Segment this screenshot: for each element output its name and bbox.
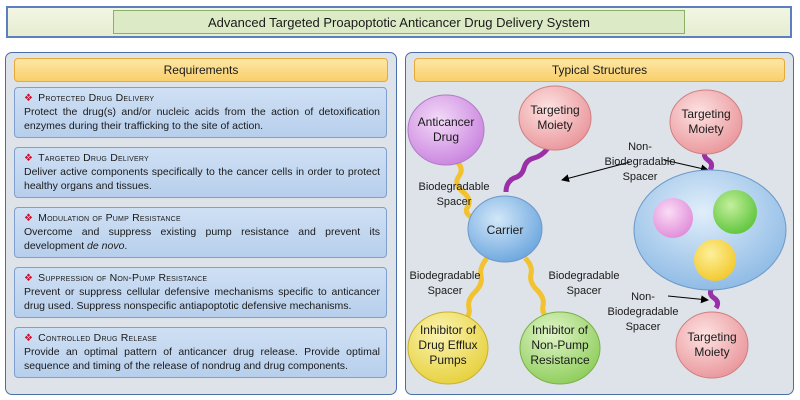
svg-text:Moiety: Moiety: [694, 345, 729, 359]
bullet-icon: ❖: [24, 212, 34, 224]
requirement-body: Protect the drug(s) and/or nucleic acids…: [24, 106, 380, 132]
inhibitor-efflux-node: [407, 311, 489, 385]
svg-text:Resistance: Resistance: [530, 353, 590, 367]
node-label: Inhibitor of: [532, 323, 589, 337]
carrier-node: [467, 195, 543, 263]
svg-text:Carrier: Carrier: [487, 223, 524, 237]
svg-text:Moiety: Moiety: [537, 118, 572, 132]
nonbiodegradable-spacer-line: [503, 146, 550, 193]
node-label: Drug: [433, 130, 459, 144]
svg-text:Moiety: Moiety: [688, 122, 723, 136]
requirement-title: Modulation of Pump Resistance: [38, 212, 181, 224]
node-label: Targeting: [530, 103, 579, 117]
payload-sphere-yellow: [694, 239, 736, 281]
svg-text:Non-Pump: Non-Pump: [531, 338, 589, 352]
svg-text:Spacer: Spacer: [437, 196, 472, 208]
spacer-label: Spacer: [623, 171, 658, 183]
requirement-title: Protected Drug Delivery: [38, 92, 155, 104]
svg-text:Biodegradable: Biodegradable: [410, 270, 481, 282]
node-label: Anticancer: [418, 115, 475, 129]
arrow-top-left: [561, 161, 631, 183]
svg-text:Non-: Non-: [631, 291, 655, 303]
svg-text:Drug: Drug: [433, 130, 459, 144]
svg-text:Spacer: Spacer: [428, 285, 463, 297]
svg-text:Spacer: Spacer: [623, 171, 658, 183]
node-label: Targeting: [681, 107, 730, 121]
anticancer-drug-node: [407, 94, 485, 166]
node-label: Targeting: [687, 330, 736, 344]
svg-text:Drug Efflux: Drug Efflux: [418, 338, 477, 352]
node-label: Inhibitor of: [420, 323, 477, 337]
arrow-top-right: [663, 159, 709, 173]
svg-text:Targeting: Targeting: [530, 103, 579, 117]
bullet-icon: ❖: [24, 272, 34, 284]
requirements-header: Requirements: [14, 58, 388, 82]
arrow-bottom: [667, 295, 709, 304]
biodegradable-spacer-line: [523, 256, 553, 323]
node-label: Pumps: [429, 353, 466, 367]
svg-text:Inhibitor of: Inhibitor of: [532, 323, 589, 337]
requirement-body: Provide an optimal pattern of anticancer…: [24, 346, 380, 372]
spacer-label: Biodegradable: [410, 270, 481, 282]
svg-text:Biodegradable: Biodegradable: [419, 181, 490, 193]
inhibitor-nonpump-node: [519, 311, 601, 385]
targeting-moiety-node: [518, 85, 592, 151]
title-bar: Advanced Targeted Proapoptotic Anticance…: [6, 6, 792, 38]
node-label: Non-Pump: [531, 338, 589, 352]
requirement-body: Deliver active components specifically t…: [24, 166, 380, 192]
svg-text:Biodegradable: Biodegradable: [608, 306, 679, 318]
requirement-nonpump-resistance: ❖ Suppression of Non-Pump Resistance Prev…: [14, 267, 387, 318]
requirement-targeted-delivery: ❖ Targeted Drug Delivery Deliver active c…: [14, 147, 387, 198]
spacer-label: Spacer: [626, 321, 661, 333]
requirement-body: Overcome and suppress existing pump resi…: [24, 226, 380, 252]
svg-text:Spacer: Spacer: [626, 321, 661, 333]
svg-text:Non-: Non-: [628, 141, 652, 153]
biodegradable-spacer-line: [459, 256, 489, 326]
requirements-panel: Requirements ❖ Protected Drug Delivery Pr…: [5, 52, 397, 395]
node-label: Moiety: [694, 345, 729, 359]
requirement-title: Controlled Drug Release: [38, 332, 157, 344]
payload-sphere-pink: [653, 198, 693, 238]
diagram-title: Advanced Targeted Proapoptotic Anticance…: [113, 10, 685, 34]
targeting-moiety-node: [669, 89, 743, 155]
targeting-moiety-node: [675, 311, 749, 379]
svg-text:Targeting: Targeting: [681, 107, 730, 121]
spacer-label: Biodegradable: [419, 181, 490, 193]
bullet-icon: ❖: [24, 92, 34, 104]
node-label: Drug Efflux: [418, 338, 477, 352]
biodegradable-spacer-line: [453, 158, 484, 225]
bullet-icon: ❖: [24, 152, 34, 164]
svg-text:Anticancer: Anticancer: [418, 115, 475, 129]
spacer-label: Biodegradable: [605, 156, 676, 168]
requirement-title: Suppression of Non-Pump Resistance: [38, 272, 208, 284]
svg-text:Inhibitor of: Inhibitor of: [420, 323, 477, 337]
node-label: Carrier: [487, 223, 524, 237]
svg-text:Biodegradable: Biodegradable: [605, 156, 676, 168]
requirement-pump-resistance: ❖ Modulation of Pump Resistance Overcome …: [14, 207, 387, 258]
node-label: Moiety: [537, 118, 572, 132]
svg-text:Biodegradable: Biodegradable: [549, 270, 620, 282]
structures-header: Typical Structures: [414, 58, 785, 82]
payload-sphere-green: [713, 190, 757, 234]
spacer-label: Biodegradable: [549, 270, 620, 282]
svg-text:Targeting: Targeting: [687, 330, 736, 344]
spacer-label: Biodegradable: [608, 306, 679, 318]
requirement-body: Prevent or suppress cellular defensive m…: [24, 286, 380, 312]
spacer-label: Non-: [628, 141, 652, 153]
spacer-label: Spacer: [567, 285, 602, 297]
nonbiodegradable-spacer-line: [707, 286, 721, 310]
bullet-icon: ❖: [24, 332, 34, 344]
spacer-label: Spacer: [437, 196, 472, 208]
spacer-label: Non-: [631, 291, 655, 303]
spacer-label: Spacer: [428, 285, 463, 297]
node-label: Moiety: [688, 122, 723, 136]
requirement-protected-delivery: ❖ Protected Drug Delivery Protect the dru…: [14, 87, 387, 138]
svg-text:Spacer: Spacer: [567, 285, 602, 297]
node-label: Resistance: [530, 353, 590, 367]
svg-text:Pumps: Pumps: [429, 353, 466, 367]
requirement-title: Targeted Drug Delivery: [38, 152, 149, 164]
requirement-controlled-release: ❖ Controlled Drug Release Provide an opti…: [14, 327, 387, 378]
